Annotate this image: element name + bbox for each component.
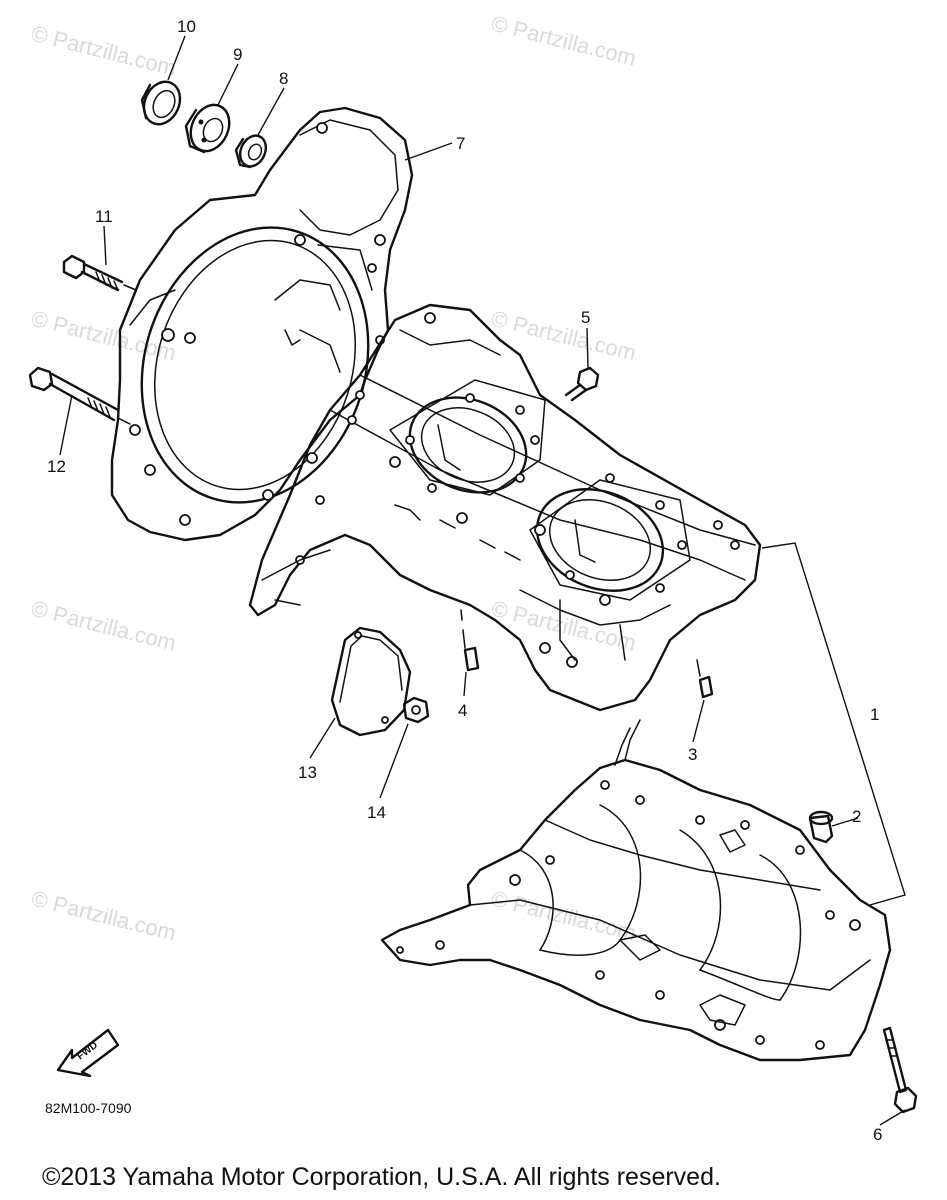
watermark: © Partzilla.com <box>489 306 639 366</box>
part-8-bearing <box>234 134 268 169</box>
watermark-group: © Partzilla.com © Partzilla.com © Partzi… <box>29 11 639 946</box>
callout-1: 1 <box>870 705 879 724</box>
callout-9: 9 <box>233 45 242 64</box>
callout-4: 4 <box>458 701 467 720</box>
part-4-dowel-pin <box>460 609 480 672</box>
part-13-cover-plate <box>330 626 412 737</box>
part-9-bearing <box>184 103 231 154</box>
callout-6: 6 <box>873 1125 882 1144</box>
watermark: © Partzilla.com <box>489 596 639 656</box>
callout-11: 11 <box>95 207 113 226</box>
watermark: © Partzilla.com <box>29 21 179 81</box>
watermark: © Partzilla.com <box>29 596 179 656</box>
callout-8: 8 <box>279 69 288 88</box>
part-3-dowel-pin <box>696 659 714 699</box>
callout-12: 12 <box>47 457 66 476</box>
callout-3: 3 <box>688 745 697 764</box>
watermark: © Partzilla.com <box>489 11 639 71</box>
upper-crankcase <box>248 303 762 712</box>
callout-7: 7 <box>456 134 465 153</box>
part-10-oil-seal <box>140 80 182 126</box>
watermark: © Partzilla.com <box>489 886 639 946</box>
part-2-dowel <box>808 810 834 844</box>
part-6-bolt <box>882 1026 918 1114</box>
forward-arrow: FWD <box>56 1028 120 1078</box>
part-7-crankcase-cover <box>110 106 414 542</box>
part-11-bolt <box>62 254 137 292</box>
callout-10: 10 <box>177 17 196 36</box>
watermark: © Partzilla.com <box>29 886 179 946</box>
callout-2: 2 <box>852 807 861 826</box>
lower-crankcase <box>380 719 892 1062</box>
callout-13: 13 <box>298 763 317 782</box>
copyright-notice: ©2013 Yamaha Motor Corporation, U.S.A. A… <box>42 1163 721 1191</box>
forward-arrow-label: FWD <box>75 1040 100 1062</box>
part-12-bolt <box>28 366 131 425</box>
callout-5: 5 <box>581 308 590 327</box>
leader-lines <box>59 35 906 1126</box>
diagram-code: 82M100-7090 <box>45 1100 132 1116</box>
part-5-bolt <box>564 366 600 402</box>
callouts: 10 9 8 7 11 12 5 4 3 13 14 2 1 6 <box>47 17 882 1144</box>
part-14-nut <box>402 696 430 724</box>
callout-14: 14 <box>367 803 386 822</box>
